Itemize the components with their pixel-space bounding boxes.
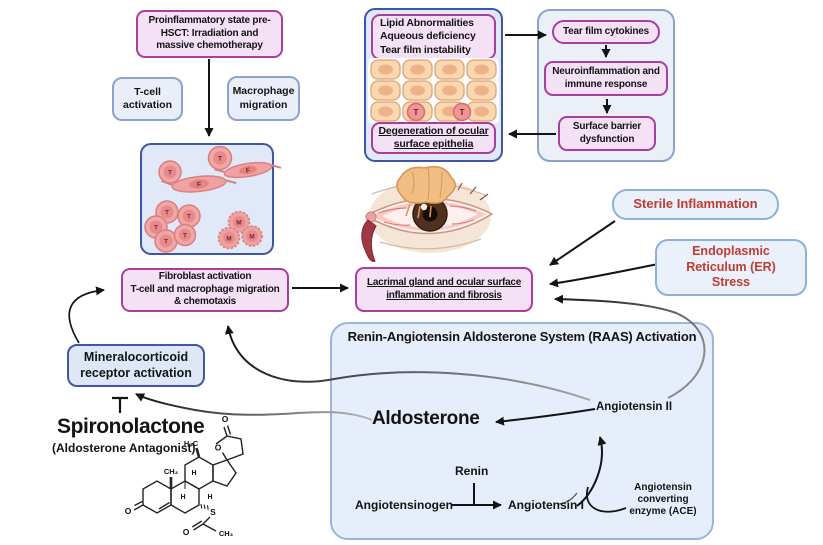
c13-methyl-bond (195, 447, 201, 458)
svg-text:F: F (197, 181, 203, 188)
degeneration-box: Degeneration of ocular surface epithelia (371, 122, 496, 154)
steroid-ring-d (212, 459, 237, 487)
atom-h1: H (191, 470, 196, 477)
svg-text:M: M (236, 219, 241, 226)
svg-text:T: T (187, 213, 191, 220)
arrow-sterile-to-lacrimal (549, 220, 616, 266)
surface-barrier-text: Surface barrier dysfunction (572, 121, 642, 145)
svg-text:T: T (165, 209, 169, 216)
svg-text:T: T (168, 169, 172, 176)
atom-lactone-carbonyl-o: O (222, 414, 229, 424)
sterile-inflammation-box: Sterile Inflammation (612, 189, 779, 220)
infiltrating-tcell-icon: T (406, 102, 426, 122)
tear-film-cytokines-box: Tear film cytokines (552, 20, 660, 44)
blood-vessels (377, 205, 477, 226)
tcell-icons: T T T T T T T (144, 145, 233, 253)
steroid-ring-a (142, 480, 172, 514)
nasolacrimal-duct-icon (361, 219, 377, 262)
svg-text:T: T (183, 232, 187, 239)
spironolactone-subtitle: (Aldosterone Antagonist) (52, 441, 196, 455)
atom-h2: H (180, 494, 185, 501)
fibroblast-activation-box: Fibroblast activation T-cell and macroph… (121, 268, 289, 312)
atom-h3: H (207, 494, 212, 501)
atom-lactone-o: O (215, 443, 222, 453)
fibroblast-activation-text: Fibroblast activation T-cell and macroph… (130, 271, 280, 308)
h-stub-bonds (184, 481, 200, 492)
angiotensinogen-label: Angiotensinogen (355, 498, 453, 512)
renin-label: Renin (455, 464, 489, 478)
steroid-ring-c (184, 456, 214, 490)
lacrimal-fibrosis-text: Lacrimal gland and ocular surface inflam… (366, 277, 522, 301)
svg-text:T: T (460, 108, 465, 117)
raas-title: Renin-Angiotensin Aldosterone System (RA… (347, 329, 697, 344)
neuroinflammation-text: Neuroinflammation and immune response (552, 66, 660, 90)
svg-text:M: M (226, 235, 231, 242)
ace-label: Angiotensin converting enzyme (ACE) (629, 482, 697, 518)
tear-film-cytokines-text: Tear film cytokines (562, 25, 650, 37)
arrow-mineralocorticoid-to-fibroblast (68, 286, 105, 344)
lipid-abnormalities-text: Lipid Abnormalities Aqueous deficiency T… (380, 17, 476, 56)
lacrimal-ductules (405, 203, 432, 219)
eye-highlight (420, 203, 428, 211)
er-stress-box: Endoplasmic Reticulum (ER) Stress (655, 239, 807, 296)
eye-illustration (361, 165, 494, 262)
svg-text:M: M (249, 233, 254, 240)
ketone-double-bond (133, 500, 144, 511)
spironolactone-label: Spironolactone (57, 415, 205, 438)
surface-barrier-box: Surface barrier dysfunction (558, 116, 656, 151)
atom-c13-methyl: H₃C (184, 439, 199, 448)
aldosterone-label: Aldosterone (372, 408, 480, 429)
lactone-carbonyl-bond (223, 425, 232, 437)
macrophage-migration-box: Macrophage migration (227, 76, 300, 121)
eyelashes (457, 182, 489, 201)
fibroblast-icon: F (161, 175, 237, 193)
lacrimal-gland-icon (396, 165, 457, 219)
neuroinflammation-box: Neuroinflammation and immune response (544, 61, 668, 96)
lipid-abnormalities-box: Lipid Abnormalities Aqueous deficiency T… (371, 14, 496, 60)
delta4-double-bond (158, 501, 170, 510)
infiltrating-tcell-icon: T (452, 102, 472, 122)
lactone-ring (215, 435, 244, 461)
mineralocorticoid-text: Mineralocorticoid receptor activation (80, 350, 192, 380)
svg-text:F: F (246, 167, 252, 175)
proinflammatory-text: Proinflammatory state pre- HSCT: Irradia… (148, 15, 271, 52)
macrophage-migration-text: Macrophage migration (232, 85, 295, 111)
fibroblast-icon: F (214, 161, 282, 179)
tcell-activation-text: T-cell activation (122, 85, 172, 111)
mineralocorticoid-box: Mineralocorticoid receptor activation (67, 344, 205, 387)
proinflammatory-box: Proinflammatory state pre- HSCT: Irradia… (136, 10, 283, 58)
thioester-hash-wedge (200, 503, 209, 510)
angiotensin-ii-label: Angiotensin II (596, 401, 673, 413)
svg-text:T: T (164, 238, 168, 245)
atom-acetyl-o: O (183, 527, 190, 537)
atom-c10-methyl: CH₃ (164, 467, 179, 476)
tcell-activation-box: T-cell activation (112, 77, 183, 121)
angiotensin-i-label: Angiotensin I (508, 498, 584, 512)
lacrimal-fibrosis-box: Lacrimal gland and ocular surface inflam… (355, 267, 533, 312)
atom-sulfur: S (210, 507, 216, 517)
svg-text:T: T (218, 155, 222, 162)
svg-text:T: T (414, 108, 419, 117)
svg-text:T: T (154, 224, 158, 231)
atom-acetyl-methyl: CH₃ (219, 529, 234, 538)
sterile-inflammation-text: Sterile Inflammation (633, 196, 758, 212)
epithelium-illustration: T T (368, 58, 499, 124)
er-stress-text: Endoplasmic Reticulum (ER) Stress (686, 244, 776, 290)
spironolactone-structure: O CH₃ H₃C O O H H H S O CH₃ (125, 414, 244, 538)
macrophage-icons: M M M (217, 210, 263, 250)
atom-ketone-o: O (125, 506, 132, 516)
immune-cells-illustration: F F T T T T T T T M M M (144, 145, 282, 253)
degeneration-text: Degeneration of ocular surface epithelia (378, 124, 489, 150)
acetyl-chain (191, 516, 217, 532)
